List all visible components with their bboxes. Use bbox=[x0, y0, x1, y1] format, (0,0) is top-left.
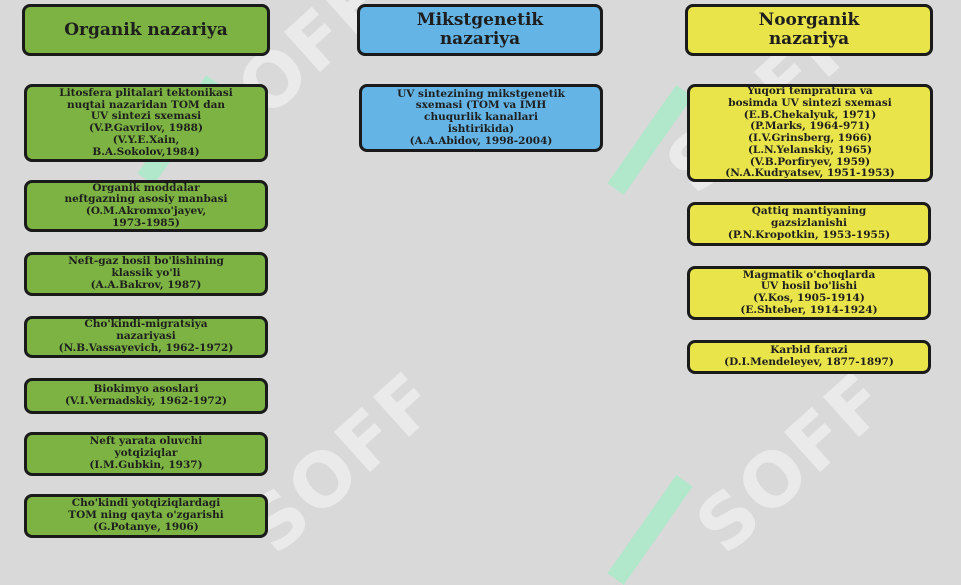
organic-item-box: Organik moddalar neftgazning asosiy manb… bbox=[24, 180, 268, 232]
item-line: Neft-gaz hosil bo'lishining bbox=[68, 255, 224, 268]
item-line: chuqurlik kanallari bbox=[424, 111, 538, 124]
item-line: (O.M.Akromxo'jayev, bbox=[85, 205, 207, 217]
organic-item-box: Neft-gaz hosil bo'lishining klassik yo'l… bbox=[24, 252, 268, 296]
organic-item-box: Cho'kindi-migratsiya nazariyasi (N.B.Vas… bbox=[24, 316, 268, 358]
organic-item-box: Biokimyo asoslari (V.I.Vernadskiy, 1962-… bbox=[24, 378, 268, 414]
item-line: nuqtai nazaridan TOM dan bbox=[66, 98, 226, 111]
item-line: (V.P.Gavrilov, 1988) bbox=[89, 122, 203, 134]
item-line: (Y.Kos, 1905-1914) bbox=[753, 292, 865, 304]
item-line: Yuqori tempratura va bbox=[747, 85, 873, 97]
inorganic-item-box: Karbid farazi (D.I.Mendeleyev, 1877-1897… bbox=[687, 340, 931, 374]
item-line: B.A.Sokolov,1984) bbox=[92, 145, 200, 158]
item-line: (D.I.Mendeleyev, 1877-1897) bbox=[724, 356, 894, 368]
item-line: (I.V.Grinsberg, 1966) bbox=[748, 132, 872, 144]
item-line: (V.B.Porfiryev, 1959) bbox=[749, 155, 871, 168]
mixed-theory-title: Mikstgenetik nazariya bbox=[416, 10, 544, 49]
item-line: (P.Marks, 1964-971) bbox=[750, 120, 870, 133]
inorganic-theory-title: Noorganik nazariya bbox=[758, 10, 860, 49]
item-line: (V.I.Vernadskiy, 1962-1972) bbox=[64, 395, 228, 407]
organic-theory-title: Organik nazariya bbox=[64, 19, 228, 40]
item-line: ishtirikida) bbox=[447, 122, 515, 135]
item-line: (A.A.Bakrov, 1987) bbox=[90, 278, 202, 291]
item-line: (P.N.Kropotkin, 1953-1955) bbox=[727, 228, 891, 241]
item-line: neftgazning asosiy manbasi bbox=[64, 193, 228, 206]
inorganic-theory-header: Noorganik nazariya bbox=[685, 4, 933, 56]
item-line: Neft yarata oluvchi bbox=[89, 435, 203, 448]
inorganic-item-box: Magmatik o'choqlarda UV hosil bo'lishi (… bbox=[687, 266, 931, 320]
item-line: TOM ning qayta o'zgarishi bbox=[68, 509, 224, 522]
item-line: Organik moddalar bbox=[92, 181, 200, 194]
item-line: (A.A.Abidov, 1998-2004) bbox=[409, 134, 553, 147]
item-line: sxemasi (TOM va IMH bbox=[415, 99, 547, 112]
item-line: nazariyasi bbox=[116, 330, 176, 343]
item-line: (L.N.Yelanskiy, 1965) bbox=[747, 143, 873, 156]
item-line: Litosfera plitalari tektonikasi bbox=[59, 86, 233, 99]
item-line: yotqiziqlar bbox=[114, 447, 178, 460]
item-line: (V.Y.E.Xain, bbox=[112, 133, 180, 146]
organic-theory-header: Organik nazariya bbox=[22, 4, 270, 56]
item-line: UV sintezining mikstgenetik bbox=[397, 87, 565, 100]
item-line: bosimda UV sintezi sxemasi bbox=[728, 96, 892, 109]
inorganic-item-box: Qattiq mantiyaning gazsizlanishi (P.N.Kr… bbox=[687, 202, 931, 246]
mixed-item-box: UV sintezining mikstgenetik sxemasi (TOM… bbox=[359, 84, 603, 152]
item-line: (E.Shteber, 1914-1924) bbox=[740, 303, 878, 316]
organic-item-box: Cho'kindi yotqiziqlardagi TOM ning qayta… bbox=[24, 494, 268, 538]
item-line: (I.M.Gubkin, 1937) bbox=[89, 458, 203, 471]
watermark-logo-mark bbox=[607, 85, 693, 195]
item-line: UV hosil bo'lishi bbox=[760, 280, 858, 293]
item-line: klassik yo'li bbox=[111, 267, 181, 280]
organic-item-box: Litosfera plitalari tektonikasi nuqtai n… bbox=[24, 84, 268, 162]
item-line: (E.B.Chekalyuk, 1971) bbox=[743, 108, 877, 121]
item-line: UV sintezi sxemasi bbox=[90, 110, 202, 123]
item-line: Biokimyo asoslari bbox=[93, 383, 199, 396]
item-line: Karbid farazi bbox=[770, 344, 848, 357]
item-line: Cho'kindi yotqiziqlardagi bbox=[71, 497, 221, 510]
item-line: (N.A.Kudryatsev, 1951-1953) bbox=[725, 167, 895, 180]
item-line: (G.Potanye, 1906) bbox=[93, 520, 199, 533]
watermark-text: SOFF bbox=[680, 355, 906, 571]
item-line: Cho'kindi-migratsiya bbox=[84, 318, 208, 331]
item-line: Qattiq mantiyaning bbox=[751, 205, 867, 218]
item-line: gazsizlanishi bbox=[771, 217, 847, 230]
watermark-logo-mark bbox=[607, 475, 693, 585]
item-line: 1973-1985) bbox=[112, 216, 180, 229]
organic-item-box: Neft yarata oluvchi yotqiziqlar (I.M.Gub… bbox=[24, 432, 268, 476]
inorganic-item-box: Yuqori tempratura va bosimda UV sintezi … bbox=[687, 84, 933, 182]
mixed-theory-header: Mikstgenetik nazariya bbox=[357, 4, 603, 56]
item-line: (N.B.Vassayevich, 1962-1972) bbox=[58, 341, 234, 354]
item-line: Magmatik o'choqlarda bbox=[742, 268, 876, 281]
